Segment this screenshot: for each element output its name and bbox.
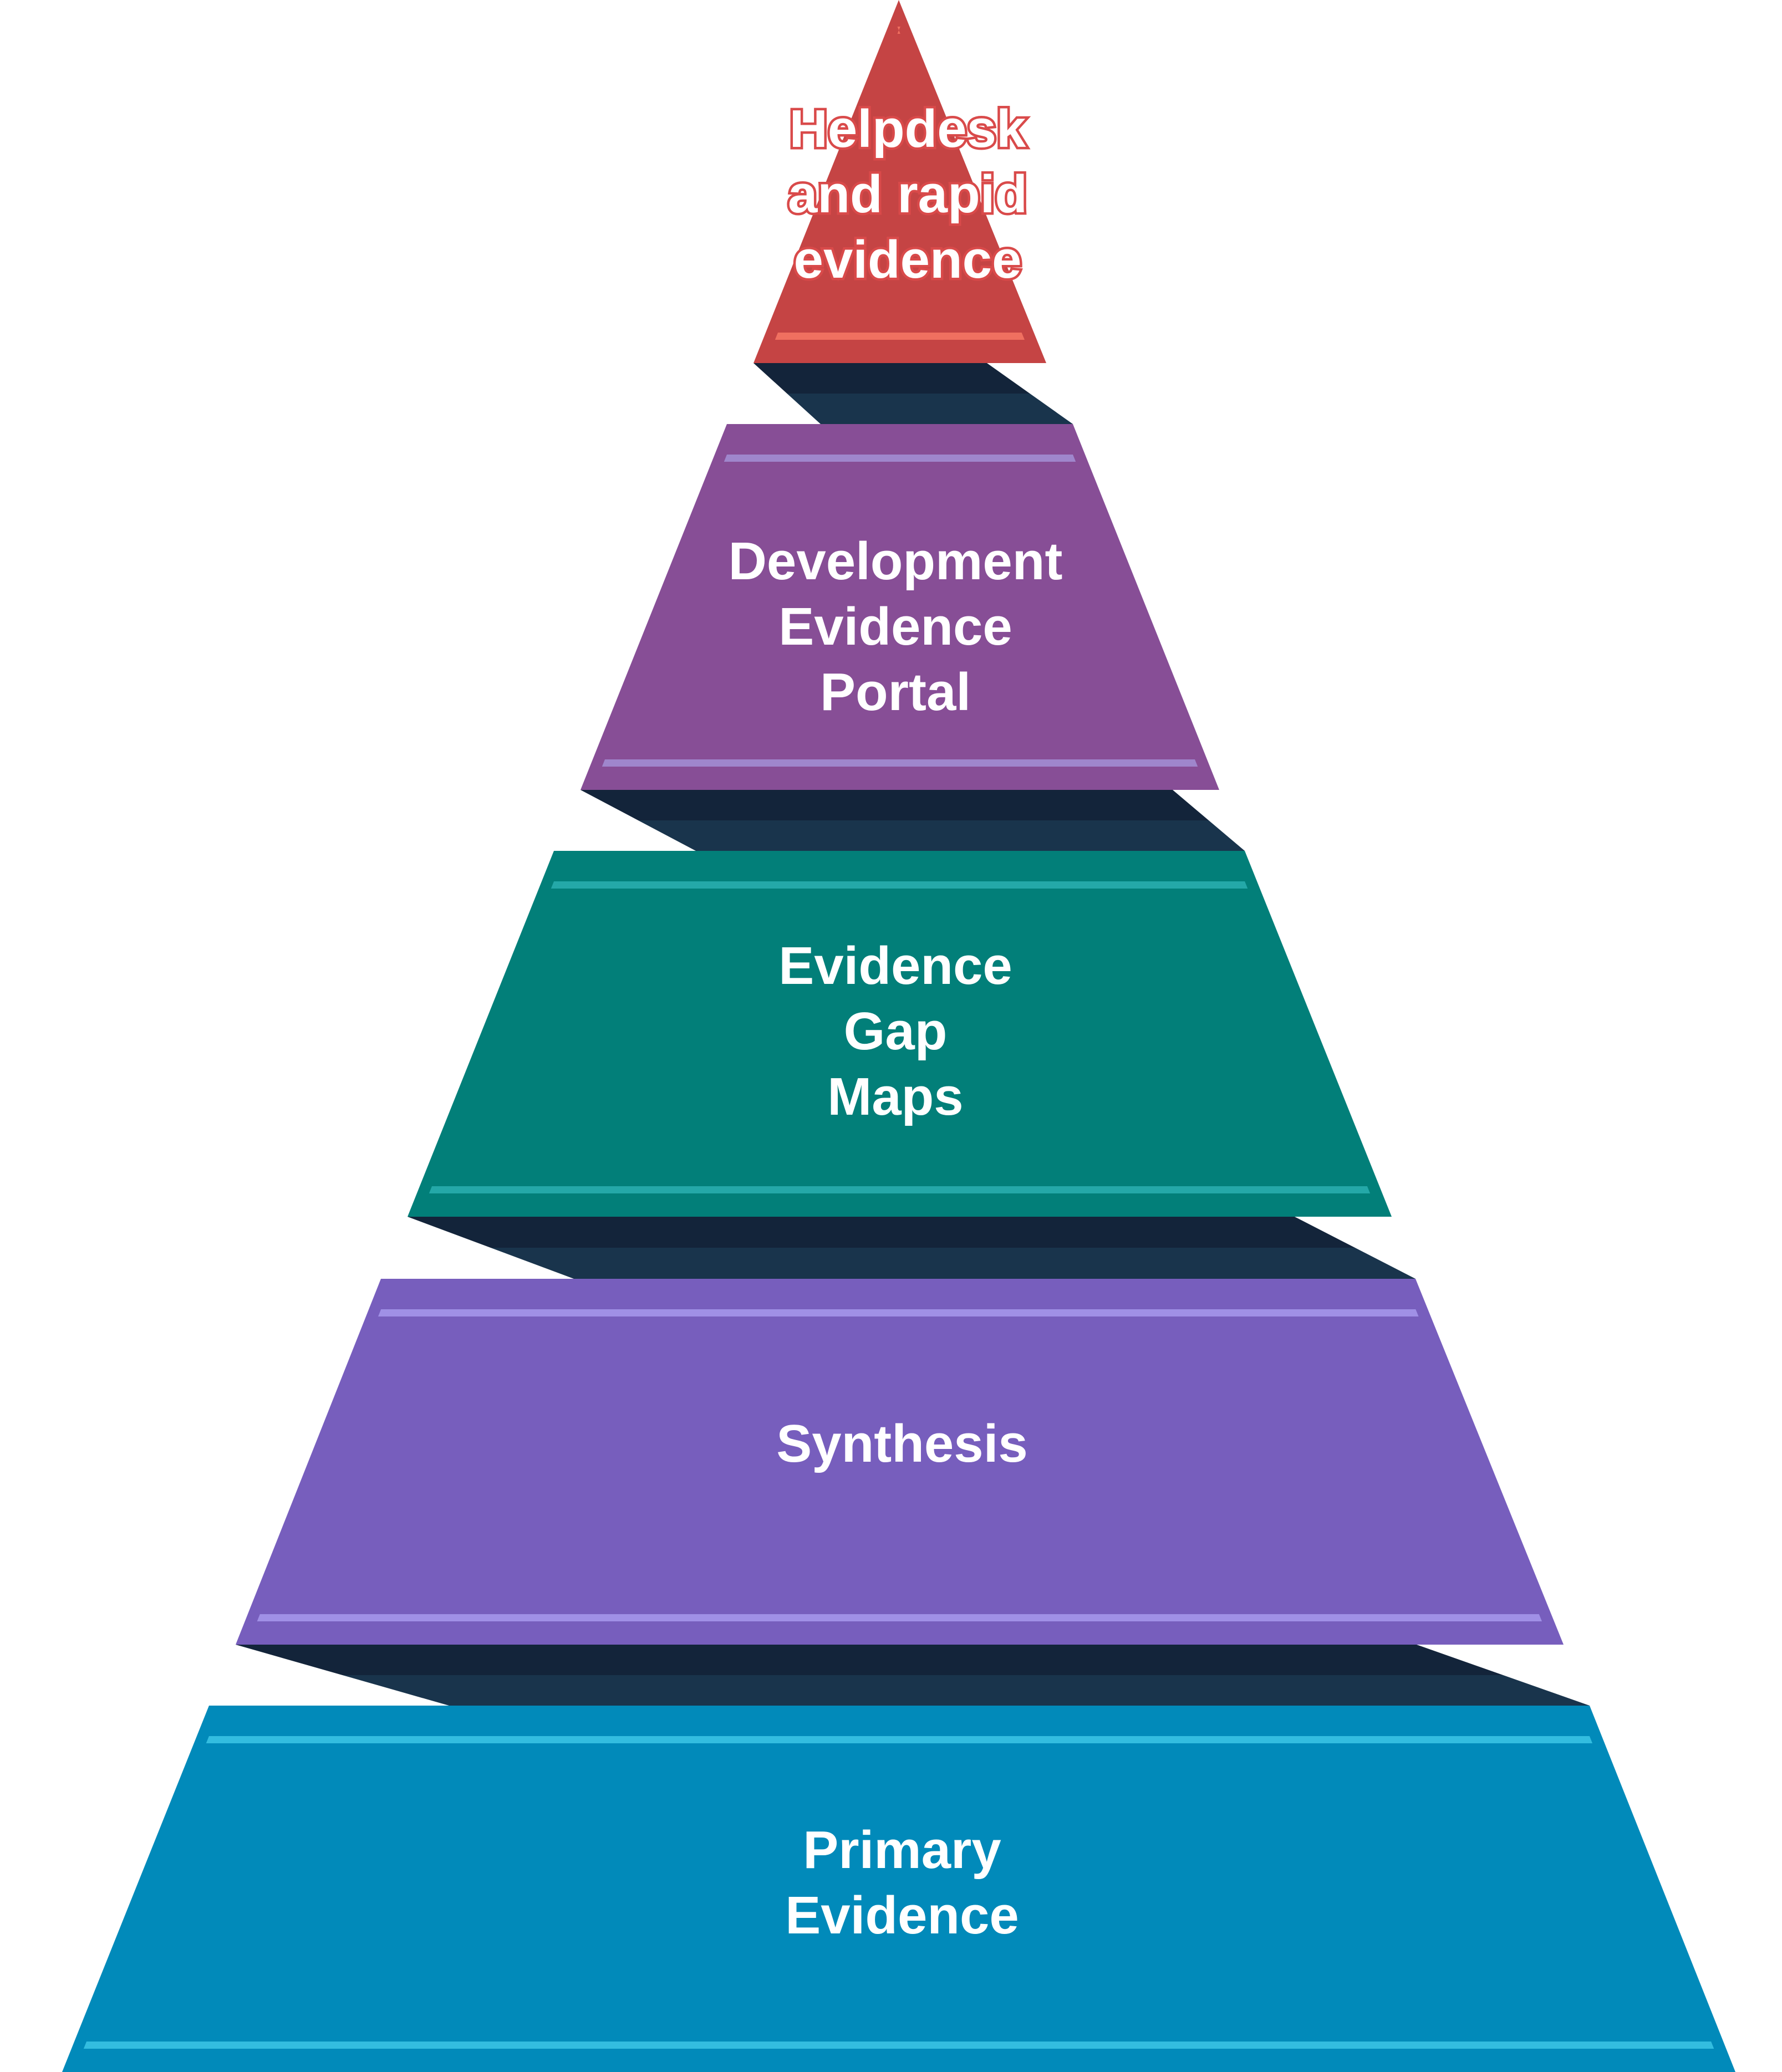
tier-label-line: Maps (827, 1067, 963, 1126)
tier-shape (236, 1279, 1564, 1645)
tier-synthesis: Synthesis (236, 1279, 1564, 1645)
tier-label-line: Evidence (778, 597, 1012, 656)
connector-band-upper (581, 790, 1209, 820)
tier-label-line: Primary (803, 1820, 1001, 1880)
tier-shape (62, 1706, 1735, 2072)
tier-stripe-bottom (83, 2042, 1714, 2049)
tier-label: Synthesis (776, 1414, 1028, 1473)
tier-stripe-top (206, 1736, 1593, 1743)
tier-label-line: Portal (820, 662, 971, 722)
tier-shape (581, 424, 1219, 790)
tier-label-line: Evidence (785, 1886, 1019, 1945)
connector-band-upper (408, 1217, 1355, 1248)
tier-stripe-top (551, 881, 1248, 889)
tier-label-line: Helpdesk (790, 99, 1026, 159)
tier-label-line: Gap (844, 1002, 948, 1061)
tier-stripe-bottom (429, 1186, 1371, 1193)
tier-stripe-bottom (257, 1614, 1542, 1621)
tier-stripe-top (724, 455, 1076, 462)
connector-band-lower (787, 394, 1073, 424)
tier-stripe-top (378, 1309, 1419, 1316)
connector-band-upper (236, 1645, 1503, 1675)
tier-shape (408, 851, 1392, 1217)
tier-stripe-bottom (602, 759, 1198, 767)
tier-label-line: and rapid (788, 165, 1027, 224)
tier-shape (753, 0, 1046, 363)
connector-band-upper (753, 363, 1030, 394)
tier-label-line: Evidence (778, 936, 1012, 996)
tier-stripe-bottom (775, 333, 1025, 340)
tier-connectors (236, 363, 1590, 1706)
tier-label-line: Synthesis (776, 1414, 1028, 1473)
tier-label-line: Development (729, 532, 1063, 591)
tier-stripe-top (897, 27, 900, 34)
tier-helpdesk: Helpdesk and rapid evidence (753, 0, 1046, 363)
connector-band-lower (342, 1675, 1590, 1706)
tier-label: Helpdesk and rapid evidence (788, 99, 1027, 289)
connector-band-lower (638, 820, 1245, 851)
connector-band-lower (491, 1248, 1416, 1279)
tier-label-line: evidence (794, 230, 1022, 289)
